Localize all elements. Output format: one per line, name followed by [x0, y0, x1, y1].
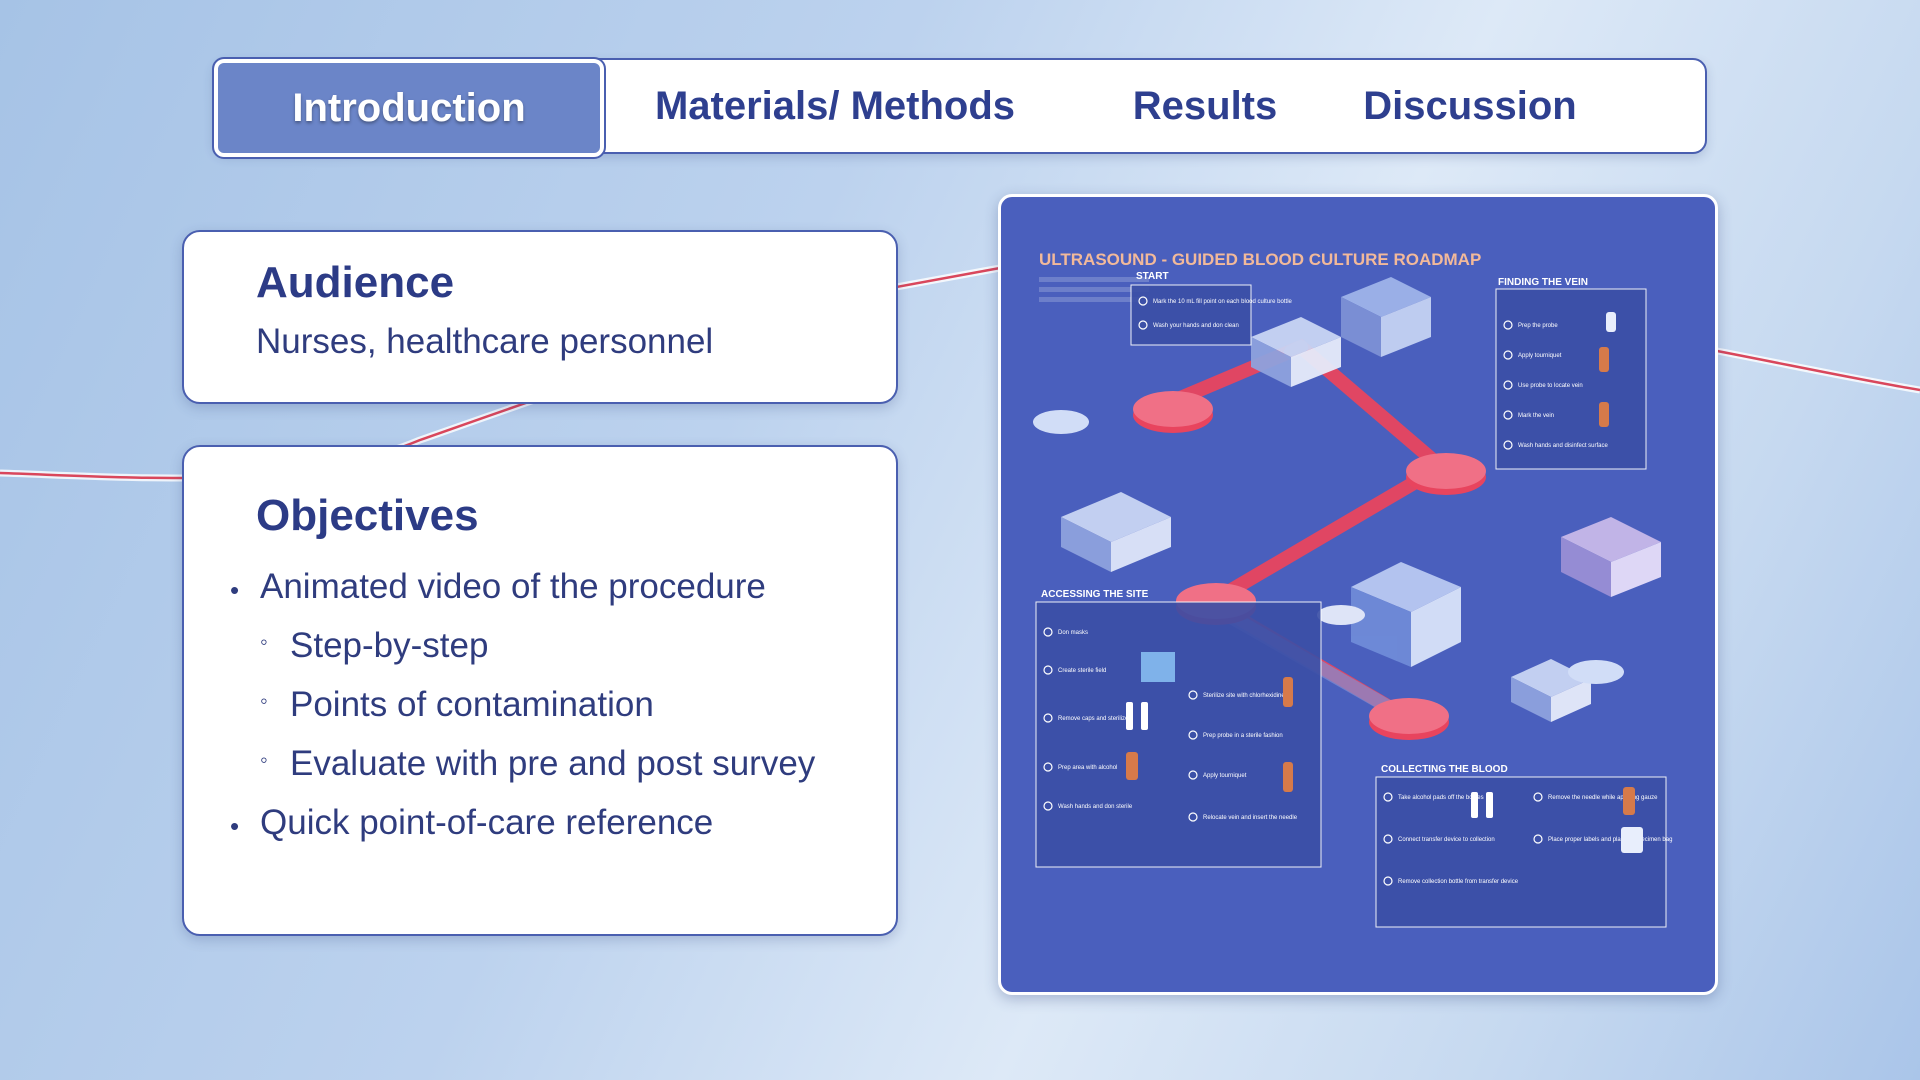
- accessing-step-9: Relocate vein and insert the needle: [1203, 815, 1298, 821]
- bullet-dot-icon: •: [230, 575, 240, 605]
- accessing-step-1: Don masks: [1058, 630, 1088, 636]
- accessing-heading: ACCESSING THE SITE: [1041, 589, 1149, 600]
- bullet-circle-icon: ◦: [260, 688, 268, 713]
- tab-results[interactable]: Results: [1132, 83, 1278, 128]
- collecting-step-5: Place proper labels and place in specime…: [1548, 837, 1672, 843]
- finding-step-3: Use probe to locate vein: [1518, 383, 1583, 389]
- finding-step-2: Apply tourniquet: [1518, 353, 1562, 359]
- accessing-step-4: Prep area with alcohol: [1058, 765, 1117, 771]
- accessing-step-7: Prep probe in a sterile fashion: [1203, 733, 1283, 739]
- bullet-dot-icon: •: [230, 811, 240, 841]
- tab-discussion[interactable]: Discussion: [1363, 83, 1577, 128]
- finding-step-5: Wash hands and disinfect surface: [1518, 443, 1608, 449]
- audience-title: Audience: [256, 258, 455, 307]
- bullet-circle-icon: ◦: [260, 747, 268, 772]
- objective-item: Quick point-of-care reference: [260, 803, 714, 842]
- audience-card: Audience Nurses, healthcare personnel: [182, 230, 898, 404]
- finding-step-4: Mark the vein: [1518, 413, 1554, 419]
- objective-item: Points of contamination: [290, 685, 654, 724]
- objectives-card: Objectives • Animated video of the proce…: [182, 445, 898, 936]
- objective-item: Step-by-step: [290, 626, 489, 665]
- poster-title: ULTRASOUND - GUIDED BLOOD CULTURE ROADMA…: [1039, 250, 1481, 269]
- tab-materials-methods[interactable]: Materials/ Methods: [654, 83, 1016, 128]
- accessing-step-5: Wash hands and don sterile: [1058, 804, 1133, 810]
- start-heading: START: [1136, 271, 1169, 282]
- start-step-1: Mark the 10 mL fill point on each blood …: [1153, 299, 1293, 305]
- collecting-step-3: Remove collection bottle from transfer d…: [1398, 879, 1519, 885]
- tab-introduction[interactable]: Introduction: [212, 57, 606, 159]
- audience-text: Nurses, healthcare personnel: [256, 322, 714, 361]
- objective-item: Evaluate with pre and post survey: [290, 744, 816, 783]
- bullet-circle-icon: ◦: [260, 629, 268, 654]
- section-nav-bar: Materials/ Methods Results Discussion In…: [212, 57, 1707, 159]
- accessing-step-3: Remove caps and sterilize: [1058, 716, 1129, 722]
- start-step-2: Wash your hands and don clean: [1153, 323, 1239, 329]
- accessing-step-8: Apply tourniquet: [1203, 773, 1247, 779]
- collecting-heading: COLLECTING THE BLOOD: [1381, 764, 1508, 775]
- finding-step-1: Prep the probe: [1518, 323, 1558, 329]
- collecting-step-1: Take alcohol pads off the bottles: [1398, 795, 1484, 801]
- finding-heading: FINDING THE VEIN: [1498, 277, 1588, 288]
- roadmap-illustration: ULTRASOUND - GUIDED BLOOD CULTURE ROADMA…: [1033, 250, 1672, 928]
- accessing-step-6: Sterilize site with chlorhexidine: [1203, 693, 1285, 699]
- roadmap-poster: ULTRASOUND - GUIDED BLOOD CULTURE ROADMA…: [998, 194, 1718, 995]
- objectives-title: Objectives: [256, 491, 479, 540]
- collecting-step-4: Remove the needle while applying gauze: [1548, 795, 1658, 801]
- collecting-step-2: Connect transfer device to collection: [1398, 837, 1495, 843]
- accessing-step-2: Create sterile field: [1058, 668, 1106, 674]
- objective-item: Animated video of the procedure: [260, 567, 766, 606]
